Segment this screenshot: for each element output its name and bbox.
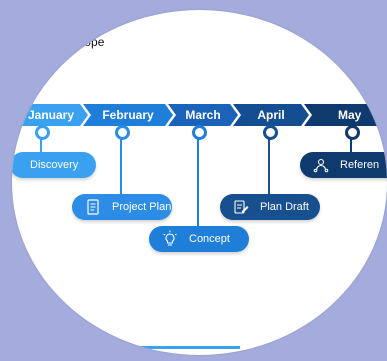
milestone-project-plan[interactable]: Project Plan bbox=[72, 194, 172, 220]
edit-document-icon bbox=[232, 198, 250, 216]
milestone-node bbox=[192, 125, 207, 140]
month-label: March bbox=[185, 108, 221, 122]
milestone-node bbox=[345, 125, 360, 140]
month-may[interactable]: May bbox=[304, 104, 387, 126]
month-february[interactable]: February bbox=[83, 104, 173, 126]
milestone-label: Referen bbox=[340, 159, 380, 171]
connector-line bbox=[350, 132, 352, 152]
milestone-node bbox=[35, 125, 50, 140]
month-label: February bbox=[102, 108, 154, 122]
lightbulb-icon bbox=[161, 230, 179, 248]
month-january[interactable]: January bbox=[14, 104, 88, 126]
milestone-plan-draft[interactable]: Plan Draft bbox=[220, 194, 320, 220]
milestone-label: Plan Draft bbox=[260, 201, 309, 213]
month-april[interactable]: April bbox=[233, 104, 309, 126]
document-icon bbox=[84, 198, 102, 216]
slide-viewport: Scope January February March April May bbox=[12, 10, 387, 355]
milestone-node bbox=[263, 125, 278, 140]
milestone-reference[interactable]: Referen bbox=[300, 152, 387, 178]
connector-line bbox=[268, 132, 270, 194]
month-march[interactable]: March bbox=[168, 104, 238, 126]
milestone-concept[interactable]: Concept bbox=[149, 226, 249, 252]
connector-line bbox=[120, 132, 122, 194]
month-label: January bbox=[27, 108, 75, 122]
team-icon bbox=[312, 156, 330, 174]
month-label: April bbox=[257, 108, 285, 122]
milestone-label: Discovery bbox=[30, 159, 79, 171]
milestone-label: Concept bbox=[189, 233, 230, 245]
month-label: May bbox=[338, 108, 362, 122]
bottom-accent-bar bbox=[140, 346, 240, 349]
connector-line bbox=[40, 132, 42, 152]
milestone-label: Project Plan bbox=[112, 201, 172, 213]
slide-stage: Scope January February March April May bbox=[12, 10, 387, 355]
connector-line bbox=[197, 132, 199, 226]
milestone-discovery[interactable]: Discovery bbox=[12, 152, 96, 178]
slide-title: Scope bbox=[70, 35, 105, 49]
month-timeline: January February March April May bbox=[12, 104, 387, 126]
milestone-node bbox=[115, 125, 130, 140]
